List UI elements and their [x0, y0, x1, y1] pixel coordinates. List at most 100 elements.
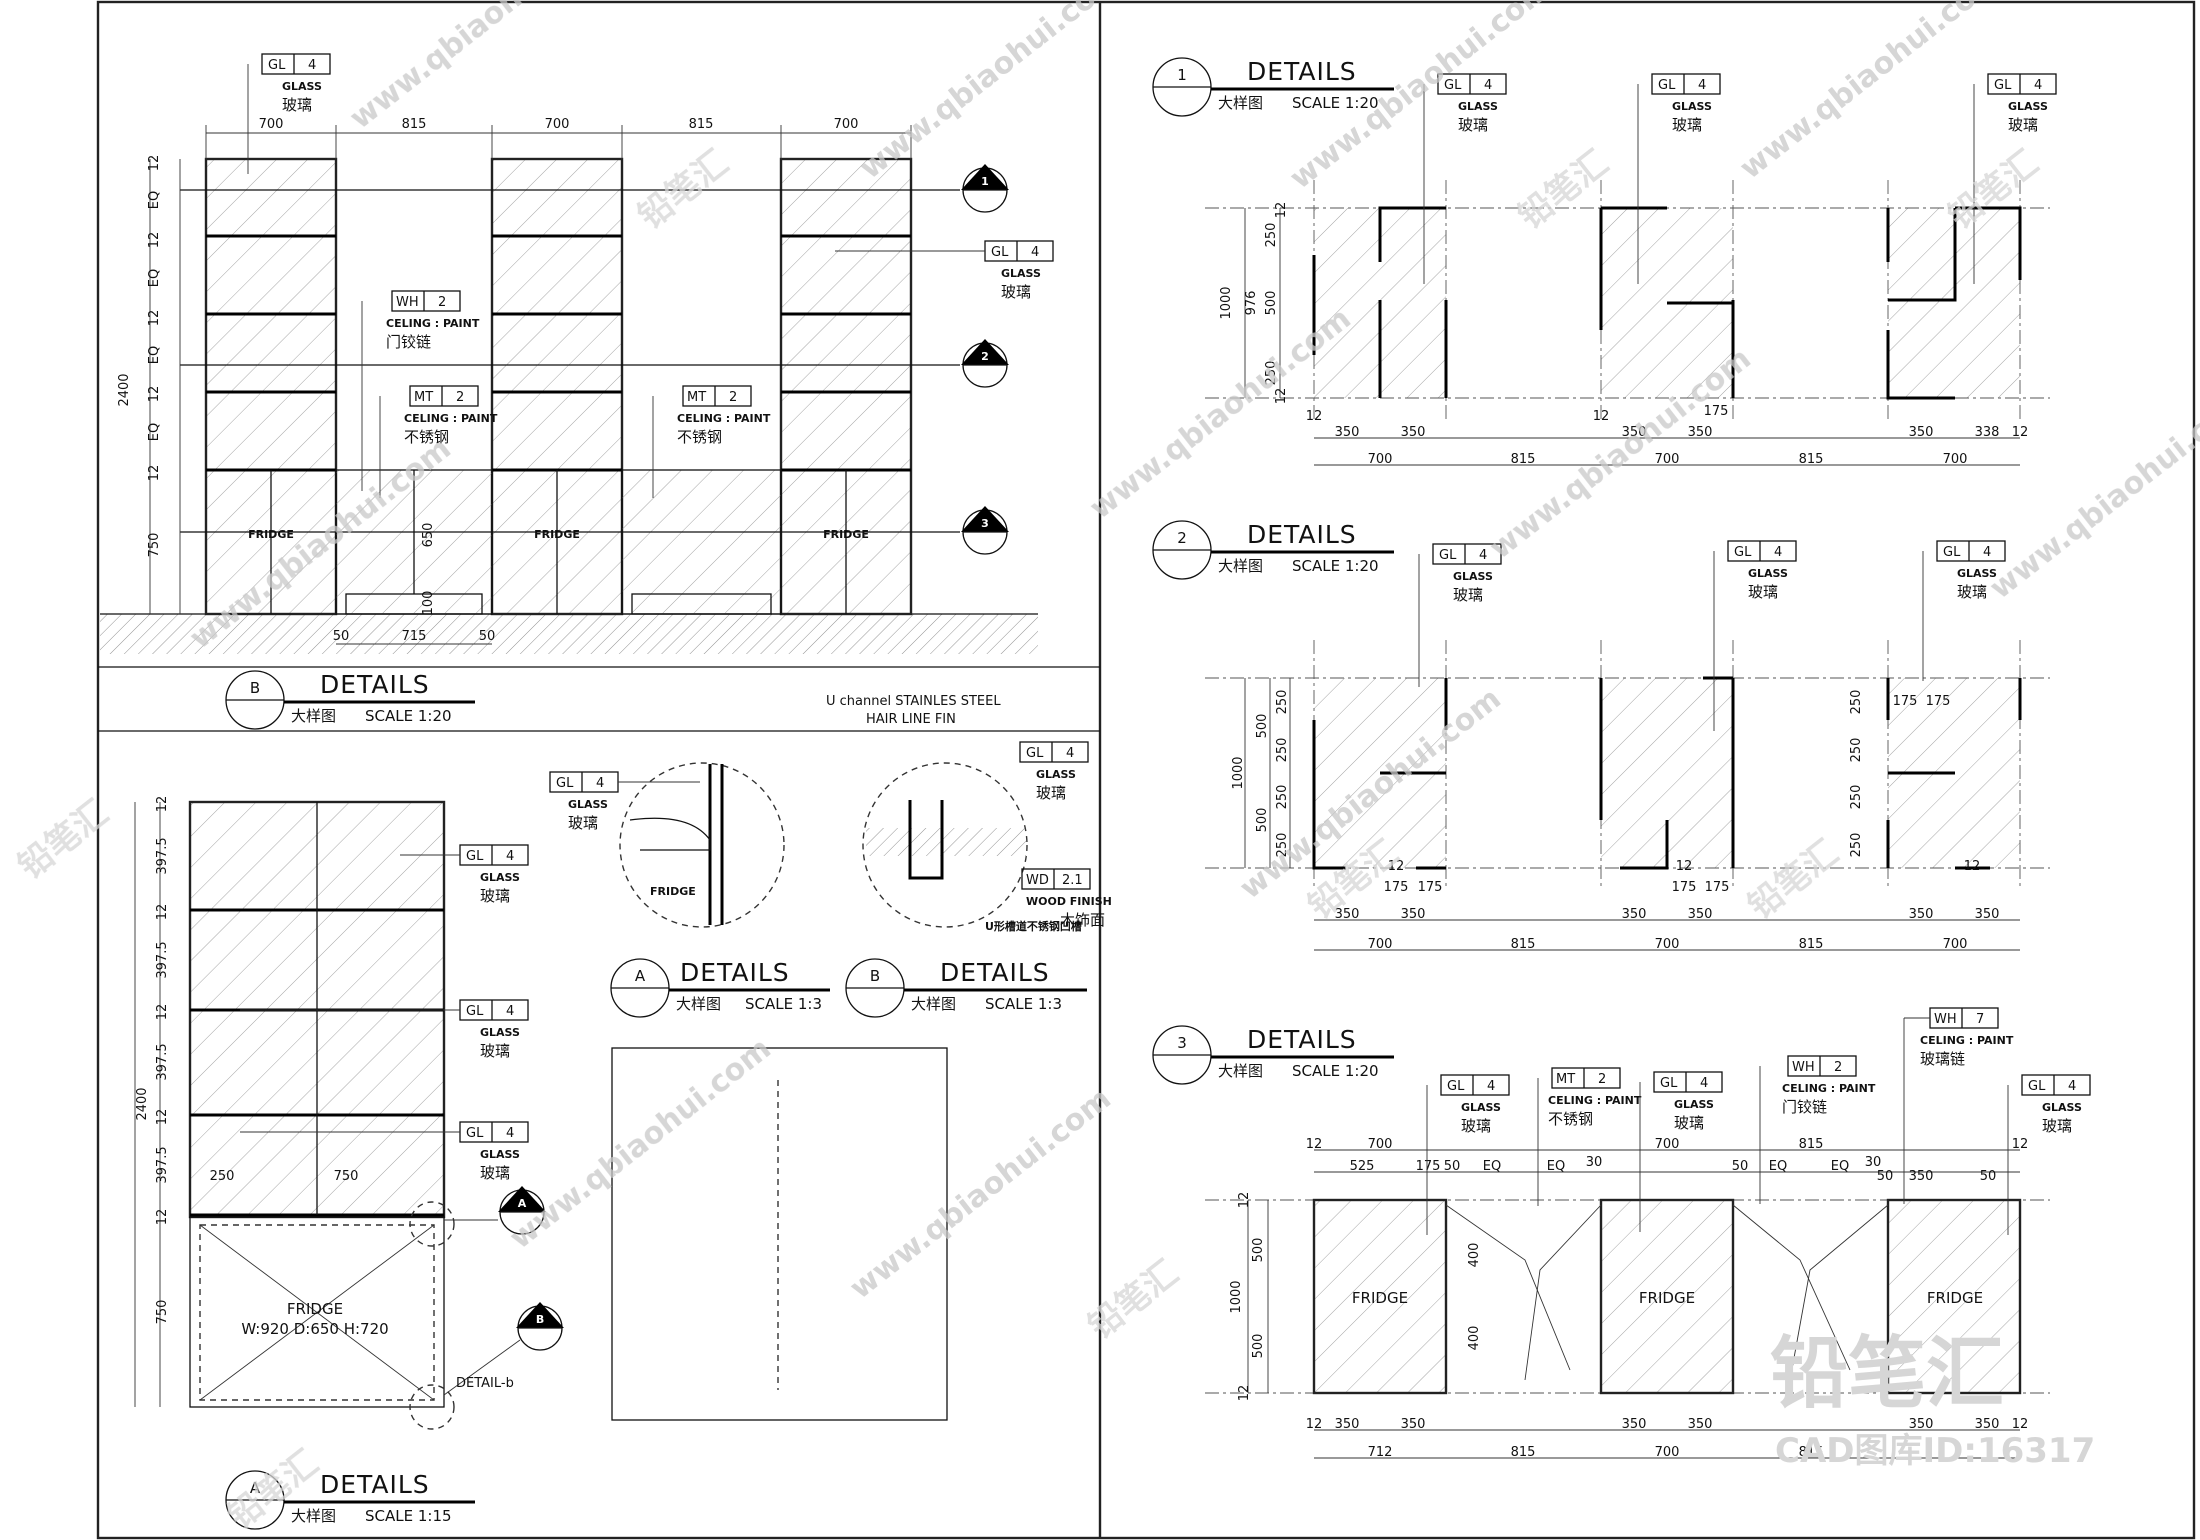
svg-text:GLASS: GLASS	[2008, 100, 2048, 113]
svg-text:12: 12	[155, 1109, 170, 1126]
svg-text:350: 350	[1622, 425, 1647, 440]
svg-text:GL: GL	[991, 245, 1009, 260]
svg-text:GL: GL	[1734, 545, 1752, 560]
svg-text:A: A	[518, 1197, 527, 1210]
title-detail-a: A DETAILS 大样图 SCALE 1:3	[610, 958, 830, 1018]
svg-text:338: 338	[1975, 425, 2000, 440]
plan-2: 2 DETAILS 大样图 SCALE 1:20	[1152, 520, 2050, 952]
svg-text:SCALE 1:20: SCALE 1:20	[1292, 1062, 1379, 1080]
fridge-label-2: FRIDGE	[534, 528, 580, 541]
svg-text:4: 4	[1031, 245, 1039, 260]
detail-marker-b[interactable]: B	[515, 1301, 565, 1351]
svg-text:2: 2	[456, 390, 464, 405]
svg-text:玻璃: 玻璃	[282, 96, 312, 114]
svg-text:GLASS: GLASS	[1458, 100, 1498, 113]
svg-text:815: 815	[1799, 1137, 1824, 1152]
section-marker-2[interactable]: 2	[960, 338, 1010, 388]
svg-text:门铰链: 门铰链	[1782, 1098, 1827, 1116]
section-marker-3[interactable]: 3	[960, 505, 1010, 555]
svg-text:CELING : PAINT: CELING : PAINT	[677, 412, 771, 425]
svg-text:250: 250	[1275, 785, 1290, 810]
svg-text:GL: GL	[1447, 1079, 1465, 1094]
svg-text:700: 700	[1368, 937, 1393, 952]
svg-text:4: 4	[1700, 1076, 1708, 1091]
svg-text:12: 12	[1274, 388, 1289, 405]
svg-text:12: 12	[155, 904, 170, 921]
svg-text:700: 700	[1368, 452, 1393, 467]
detail-callout-a[interactable]	[409, 1201, 455, 1247]
svg-text:大样图: 大样图	[291, 707, 336, 725]
svg-text:175: 175	[1893, 694, 1918, 709]
svg-text:815: 815	[689, 117, 714, 132]
svg-text:500: 500	[1251, 1238, 1266, 1263]
fridge-spec: W:920 D:650 H:720	[241, 1320, 388, 1338]
svg-text:350: 350	[1401, 425, 1426, 440]
svg-text:12: 12	[155, 1004, 170, 1021]
svg-text:DETAILS: DETAILS	[320, 1470, 430, 1499]
svg-text:650: 650	[421, 523, 436, 548]
glass-tag-elev-right: GL 4 GLASS 玻璃	[835, 240, 1054, 301]
svg-text:SCALE 1:20: SCALE 1:20	[365, 707, 452, 725]
svg-text:12: 12	[1237, 1385, 1252, 1402]
svg-text:12: 12	[147, 465, 162, 482]
fridge-title: FRIDGE	[287, 1300, 343, 1318]
svg-text:815: 815	[1511, 937, 1536, 952]
svg-text:不锈钢: 不锈钢	[677, 428, 722, 446]
sheet-border	[96, 0, 2196, 1540]
svg-text:GL: GL	[466, 1126, 484, 1141]
svg-text:1: 1	[981, 175, 989, 188]
svg-text:WOOD FINISH: WOOD FINISH	[1026, 895, 1112, 908]
svg-text:4: 4	[308, 58, 316, 73]
base-doors	[335, 469, 782, 615]
svg-text:12: 12	[2012, 1417, 2029, 1432]
svg-text:SCALE 1:3: SCALE 1:3	[985, 995, 1062, 1013]
svg-text:玻璃: 玻璃	[480, 1164, 510, 1182]
svg-text:大样图: 大样图	[291, 1507, 336, 1525]
svg-text:玻璃: 玻璃	[1748, 583, 1778, 601]
svg-text:GLASS: GLASS	[1461, 1101, 1501, 1114]
detail-marker-a[interactable]: A	[497, 1185, 547, 1235]
svg-text:GL: GL	[1994, 78, 2012, 93]
svg-text:12: 12	[1964, 859, 1981, 874]
svg-text:12: 12	[1306, 1137, 1323, 1152]
plan-3: 3 DETAILS 大样图 SCALE 1:20 FRIDGE FRIDGE F…	[1152, 1007, 2091, 1460]
svg-text:700: 700	[1368, 1137, 1393, 1152]
detail-a-circle: FRIDGE GL 4 GLASS 玻璃	[549, 762, 785, 928]
svg-text:GLASS: GLASS	[1748, 567, 1788, 580]
svg-text:50: 50	[1444, 1159, 1461, 1174]
svg-text:350: 350	[1622, 907, 1647, 922]
svg-text:玻璃: 玻璃	[480, 887, 510, 905]
svg-text:2: 2	[1598, 1072, 1606, 1087]
svg-text:1: 1	[1177, 66, 1187, 84]
svg-text:700: 700	[1655, 452, 1680, 467]
svg-text:700: 700	[1655, 937, 1680, 952]
svg-text:GLASS: GLASS	[282, 80, 322, 93]
svg-text:50: 50	[479, 629, 496, 644]
svg-text:500: 500	[1251, 1334, 1266, 1359]
svg-text:7: 7	[1976, 1012, 1984, 1027]
svg-text:815: 815	[402, 117, 427, 132]
cabinet-middle	[490, 157, 624, 616]
blank-detail-box	[611, 1047, 948, 1421]
svg-text:GLASS: GLASS	[480, 871, 520, 884]
svg-text:815: 815	[1799, 937, 1824, 952]
glass-tag-side-3: GL 4 GLASS 玻璃	[240, 1121, 529, 1182]
svg-text:350: 350	[1975, 1417, 2000, 1432]
svg-text:4: 4	[2034, 78, 2042, 93]
elevation-top-dims: 700 815 700 815 700	[205, 117, 912, 159]
svg-text:4: 4	[1983, 545, 1991, 560]
svg-text:GLASS: GLASS	[568, 798, 608, 811]
svg-text:175: 175	[1418, 880, 1443, 895]
svg-text:2: 2	[1834, 1060, 1842, 1075]
svg-text:MT: MT	[414, 390, 433, 405]
floor-hatch	[100, 614, 1038, 654]
section-marker-1[interactable]: 1	[960, 163, 1010, 213]
detail-callout-b[interactable]	[409, 1384, 455, 1430]
svg-text:350: 350	[1909, 907, 1934, 922]
svg-text:4: 4	[596, 776, 604, 791]
plan2-dims: 250 250 250 250 500 500 1000 250 250 250…	[1231, 678, 2020, 952]
svg-text:50: 50	[1732, 1159, 1749, 1174]
svg-text:30: 30	[1586, 1155, 1603, 1170]
svg-text:12: 12	[147, 232, 162, 249]
